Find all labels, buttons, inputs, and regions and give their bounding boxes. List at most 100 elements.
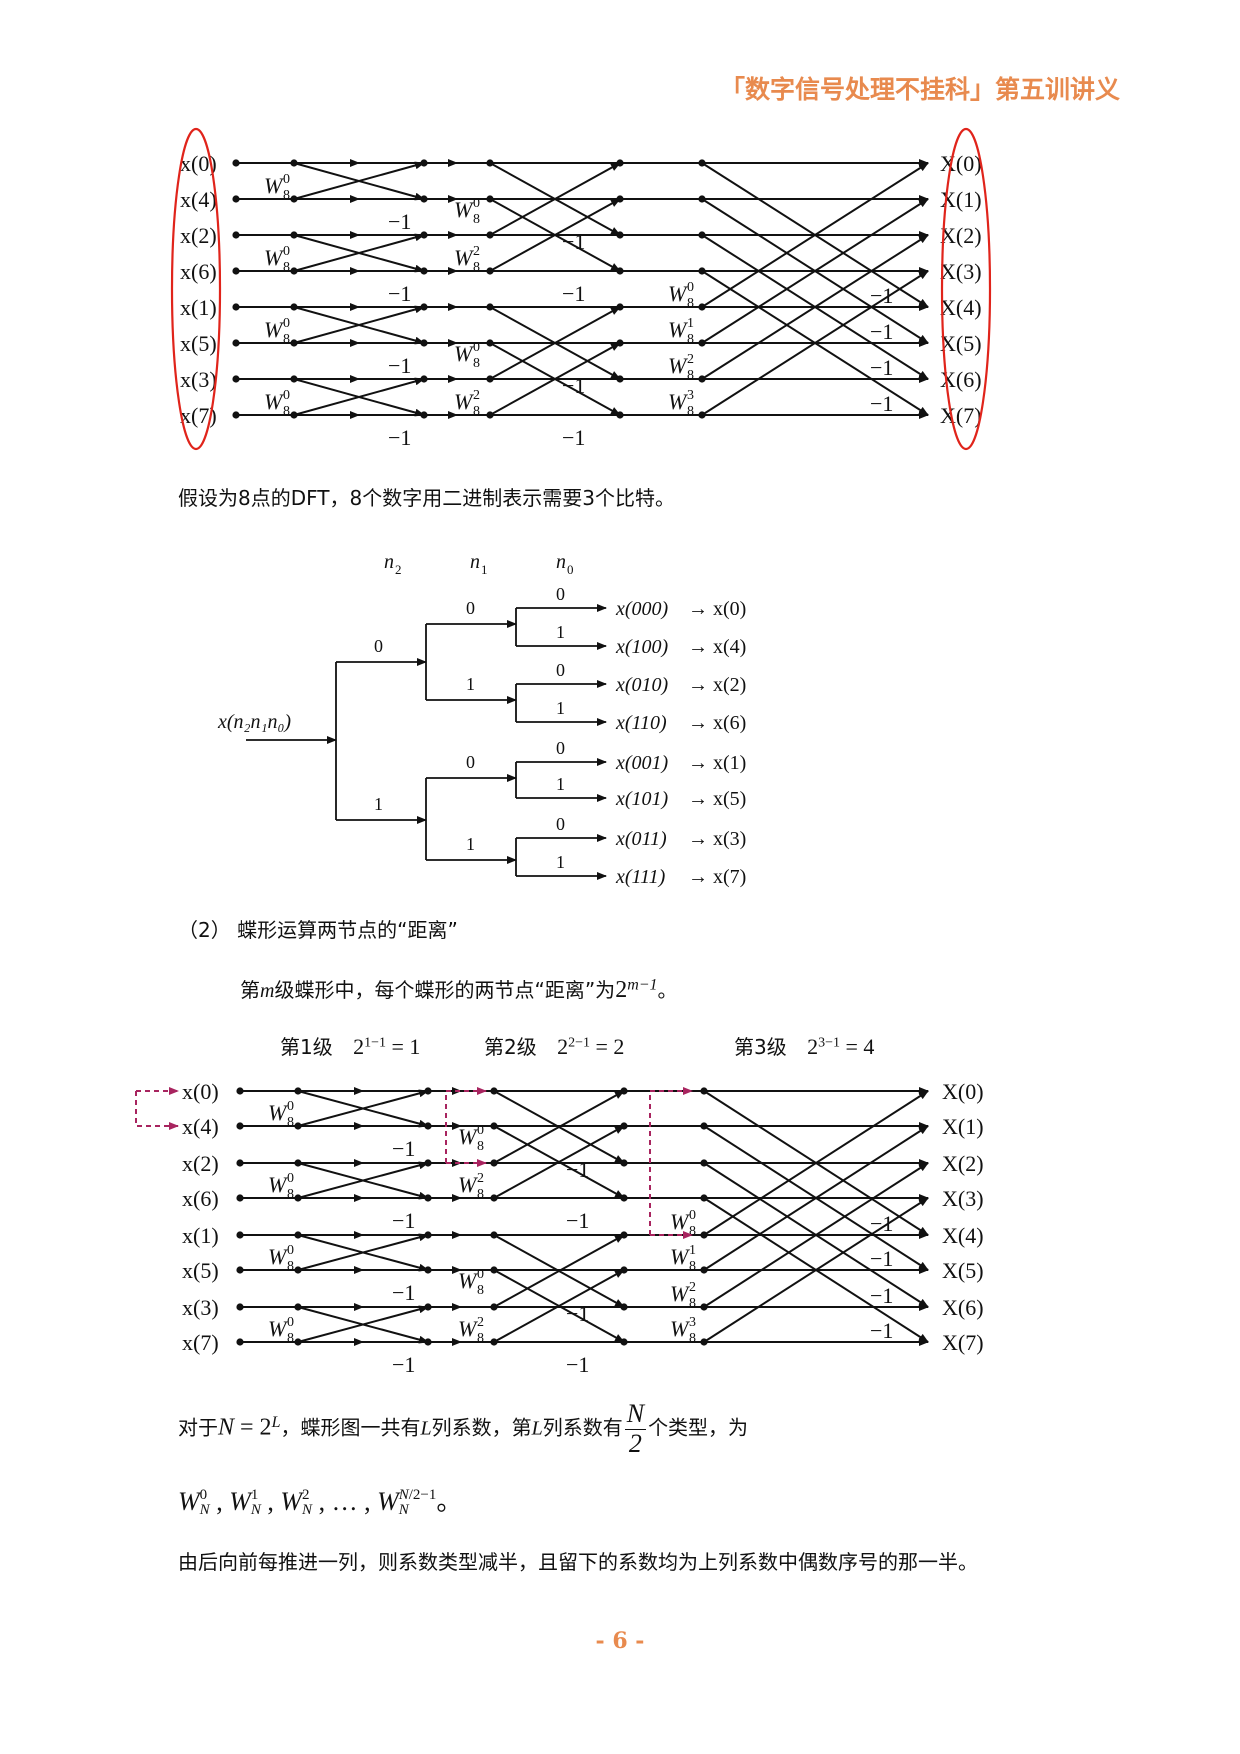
w-s3-2-sup: 2 <box>687 352 694 367</box>
input-label-3: x(6) <box>180 259 217 284</box>
node-6-5 <box>698 375 706 383</box>
w-s2-2-sub: 8 <box>473 356 480 371</box>
w-s1-2-sup: 0 <box>283 316 290 331</box>
node-1-3 <box>486 195 494 203</box>
node-2-4 <box>616 231 624 239</box>
node-4-4 <box>620 1231 628 1239</box>
stage-3-exp: 3−1 <box>818 1035 840 1051</box>
minus-s2-0: −1 <box>562 229 585 254</box>
node-4-3 <box>486 303 494 311</box>
minus-s2-1: −1 <box>562 281 585 306</box>
minus-s1-3: −1 <box>388 425 411 450</box>
twiddle-sub-1: N <box>250 1501 261 1518</box>
w-s1-0-sub: 8 <box>283 188 290 203</box>
distance-rule-pre: 第 <box>240 978 260 1002</box>
stage-label-1: 第1级 21−1 = 1 <box>280 1032 420 1063</box>
twiddle-end: 。 <box>436 1487 463 1517</box>
node-2-1 <box>294 1159 302 1167</box>
distance-rule-mid: 级蝶形中，每个蝶形的两节点“距离”为 <box>274 978 616 1002</box>
twiddle-exp-last: N/2−1 <box>398 1486 437 1503</box>
fraction-denominator: 2 <box>628 1428 642 1458</box>
node-7-2 <box>420 411 428 419</box>
cross-s1-up-2 <box>293 305 425 344</box>
w-s1-1: W <box>264 245 284 270</box>
cross-s3-up-3 <box>701 270 929 416</box>
input-label-2: x(2) <box>182 1151 219 1176</box>
node-2-2 <box>420 231 428 239</box>
w-s2-2-sup: 0 <box>477 1267 484 1282</box>
w-s1-1-sub: 8 <box>283 260 290 275</box>
cross-s3-up-0 <box>703 1090 929 1236</box>
node-0-5 <box>698 159 706 167</box>
node-3-0 <box>236 1194 244 1202</box>
w-s3-3-sup: 3 <box>689 1315 696 1330</box>
input-highlight-ellipse <box>170 127 222 451</box>
leaf-decimal-2: → x(2) <box>688 674 746 696</box>
w-s1-3-sup: 0 <box>287 1315 294 1330</box>
output-label-5: X(5) <box>940 331 982 356</box>
w-s3-3: W <box>668 389 688 414</box>
w-s2-2: W <box>458 1268 478 1293</box>
node-6-5 <box>700 1303 708 1311</box>
node-3-4 <box>616 267 624 275</box>
w-s1-2: W <box>268 1244 288 1269</box>
node-6-1 <box>290 375 298 383</box>
section-heading: （2） 蝶形运算两节点的“距离” <box>178 918 458 942</box>
w-s1-1-sup: 0 <box>283 244 290 259</box>
node-0-2 <box>424 1087 432 1095</box>
node-6-3 <box>490 1303 498 1311</box>
w-s2-0-sub: 8 <box>473 212 480 227</box>
node-0-1 <box>290 159 298 167</box>
input-label-4: x(1) <box>180 295 217 320</box>
l1-bit-1: 1 <box>374 794 383 814</box>
cross-s3-up-0 <box>701 162 929 308</box>
node-2-3 <box>490 1159 498 1167</box>
input-label-6: x(3) <box>182 1295 219 1320</box>
output-label-7: X(7) <box>942 1330 984 1355</box>
output-label-3: X(3) <box>942 1186 984 1211</box>
tree-root-label: x(n₂n₁n₀) <box>217 711 291 733</box>
level-label-2: n <box>556 551 566 573</box>
cross-s1-up-1 <box>297 1161 429 1199</box>
node-7-5 <box>698 411 706 419</box>
twiddle-exp-0: 0 <box>199 1486 208 1503</box>
leaf-decimal-6: → x(3) <box>688 828 746 850</box>
leaf-binary-0: x(000) <box>615 598 669 620</box>
w-s2-1-sup: 2 <box>473 244 480 259</box>
w-s2-2: W <box>454 341 474 366</box>
w-s1-0: W <box>264 173 284 198</box>
node-6-2 <box>420 375 428 383</box>
minus-s3-0: −1 <box>870 283 893 308</box>
twiddle-sep-1: , <box>260 1487 281 1516</box>
input-label-5: x(5) <box>180 331 217 356</box>
w-s1-3-sub: 8 <box>283 404 290 419</box>
stage-3-base: 2 <box>807 1034 819 1059</box>
cross-s2-up-2 <box>489 306 621 380</box>
node-7-2 <box>424 1338 432 1346</box>
leaf-decimal-0: → x(0) <box>688 598 746 620</box>
minus-s2-1: −1 <box>566 1208 589 1233</box>
w-s2-1: W <box>458 1172 478 1197</box>
input-label-3: x(6) <box>182 1186 219 1211</box>
node-3-5 <box>698 267 706 275</box>
level-subscript-2: 0 <box>567 562 574 577</box>
w-s3-0: W <box>668 281 688 306</box>
w-s2-0-sup: 0 <box>477 1123 484 1138</box>
l3-bit-4: 0 <box>556 738 565 758</box>
node-1-4 <box>616 195 624 203</box>
twiddle-sub-2: N <box>302 1501 313 1518</box>
distance-rule-post: 。 <box>657 978 678 1002</box>
coef-eq: = 2 <box>234 1414 272 1441</box>
leaf-binary-6: x(011) <box>615 828 667 850</box>
node-4-5 <box>698 303 706 311</box>
cross-s2-up-3 <box>493 1269 625 1343</box>
node-5-2 <box>420 339 428 347</box>
node-2-0 <box>236 1159 244 1167</box>
node-4-4 <box>616 303 624 311</box>
w-s3-2-sub: 8 <box>687 368 694 383</box>
node-7-5 <box>700 1338 708 1346</box>
cross-s1-up-3 <box>297 1305 429 1343</box>
butterfly-diagram-2-svg: x(0)X(0)x(4)X(1)x(2)X(2)x(6)X(3)x(1)X(4)… <box>135 1079 984 1377</box>
